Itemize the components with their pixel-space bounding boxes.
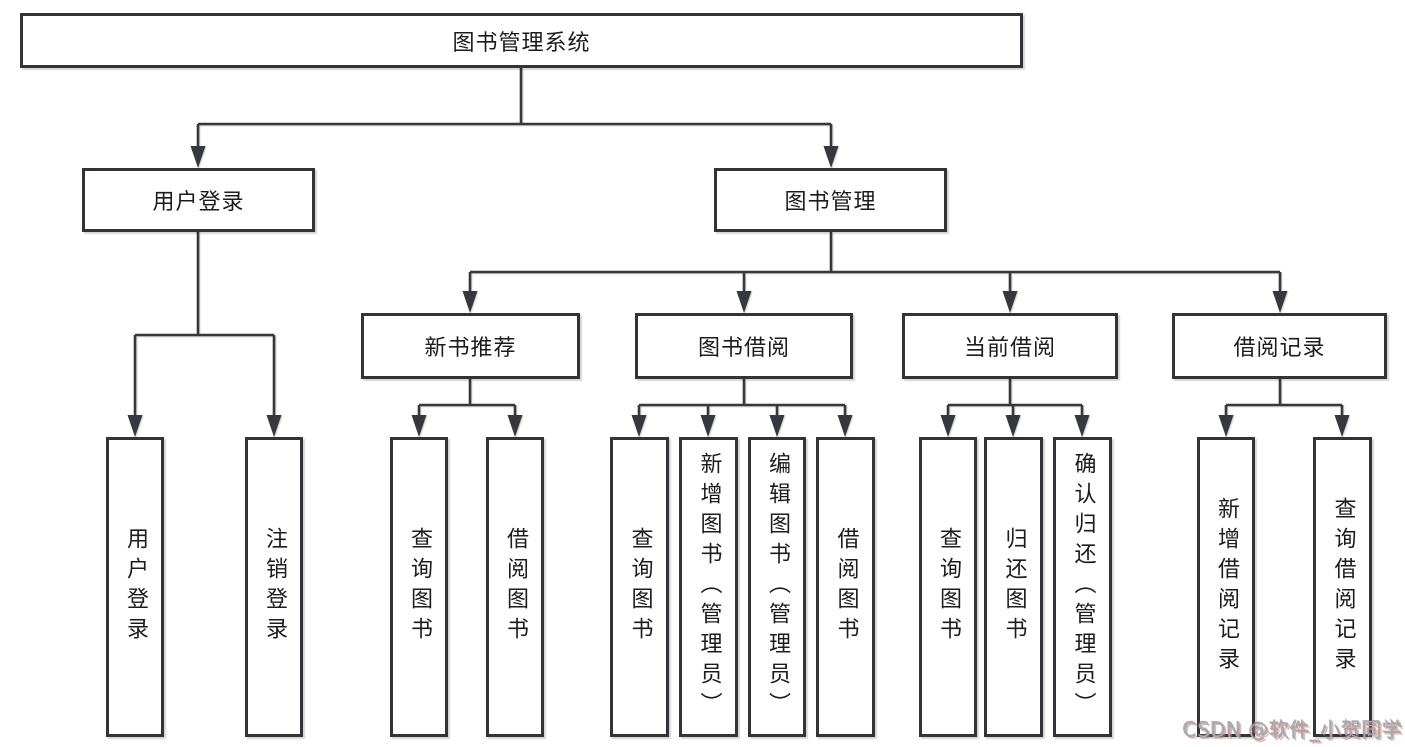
node-label: 查询图书 [627,527,653,647]
node-label: 编辑图书（管理员） [765,452,790,722]
node-borrow-records: 借阅记录 [1172,313,1387,379]
arrow-down-icon [837,415,853,437]
node-label: 查询借阅记录 [1330,497,1356,677]
node-label: 借阅图书 [503,527,528,647]
csdn-watermark: CSDN @软件_小贺同学 [1183,718,1403,742]
arrow-down-icon [1218,415,1234,437]
node-leaf-query-books-3: 查询图书 [919,437,977,737]
arrow-down-icon [190,146,206,168]
arrow-down-icon [1074,415,1090,437]
node-label: 新增图书（管理员） [696,452,722,722]
arrow-down-icon [411,415,427,437]
node-leaf-borrow-books-1: 借阅图书 [486,437,544,737]
node-label: 借阅图书 [833,527,859,647]
arrow-down-icon [507,415,523,437]
node-leaf-add-borrow-record: 新增借阅记录 [1197,437,1255,737]
node-current-borrow: 当前借阅 [902,313,1118,379]
node-label: 借阅记录 [1233,336,1326,361]
arrow-down-icon [823,146,839,168]
arrow-down-icon [462,291,478,313]
node-leaf-query-books-1: 查询图书 [390,437,448,737]
arrow-down-icon [127,415,143,437]
node-leaf-user-login: 用户登录 [106,437,164,737]
node-leaf-borrow-books-2: 借阅图书 [816,437,875,737]
node-label: 用户登录 [123,527,148,647]
node-label: 用户登录 [152,190,245,215]
connector-borrow-records-children [1218,379,1350,437]
arrow-down-icon [736,291,752,313]
node-label: 查询图书 [936,527,961,647]
node-label: 归还图书 [1001,527,1027,647]
arrow-down-icon [631,415,647,437]
node-label: 新书推荐 [424,336,517,361]
connector-new-books-children [411,379,523,437]
connector-current-borrow-children [940,379,1090,437]
arrow-down-icon [700,415,716,437]
connector-book-borrow-children [631,379,853,437]
node-leaf-query-books-2: 查询图书 [610,437,669,737]
arrow-down-icon [940,415,956,437]
node-root-library-system: 图书管理系统 [20,13,1023,68]
node-book-management: 图书管理 [714,168,947,232]
node-leaf-logout: 注销登录 [245,437,303,737]
node-label: 新增借阅记录 [1214,497,1239,677]
node-leaf-add-books-admin: 新增图书（管理员） [679,437,738,737]
node-leaf-edit-books-admin: 编辑图书（管理员） [748,437,806,737]
node-leaf-query-borrow-record: 查询借阅记录 [1313,437,1372,737]
node-leaf-confirm-return-admin: 确认归还（管理员） [1053,437,1112,737]
node-user-login: 用户登录 [82,168,315,232]
node-label: 确认归还（管理员） [1070,452,1096,722]
node-label: 查询图书 [407,527,432,647]
node-label: 图书借阅 [697,336,790,361]
arrow-down-icon [769,415,785,437]
connector-user-login-children [127,232,282,437]
connector-root-to-level2 [190,68,839,168]
node-label: 图书管理系统 [452,30,591,56]
node-new-book-recommend: 新书推荐 [361,313,580,379]
node-label: 注销登录 [262,527,287,647]
arrow-down-icon [266,415,282,437]
arrow-down-icon [1272,291,1288,313]
node-label: 图书管理 [784,190,877,215]
arrow-down-icon [1005,415,1021,437]
connector-book-management-children [462,232,1288,313]
node-leaf-return-books: 归还图书 [984,437,1043,737]
arrow-down-icon [1002,291,1018,313]
node-label: 当前借阅 [963,336,1056,361]
node-book-borrow: 图书借阅 [635,313,853,379]
arrow-down-icon [1334,415,1350,437]
